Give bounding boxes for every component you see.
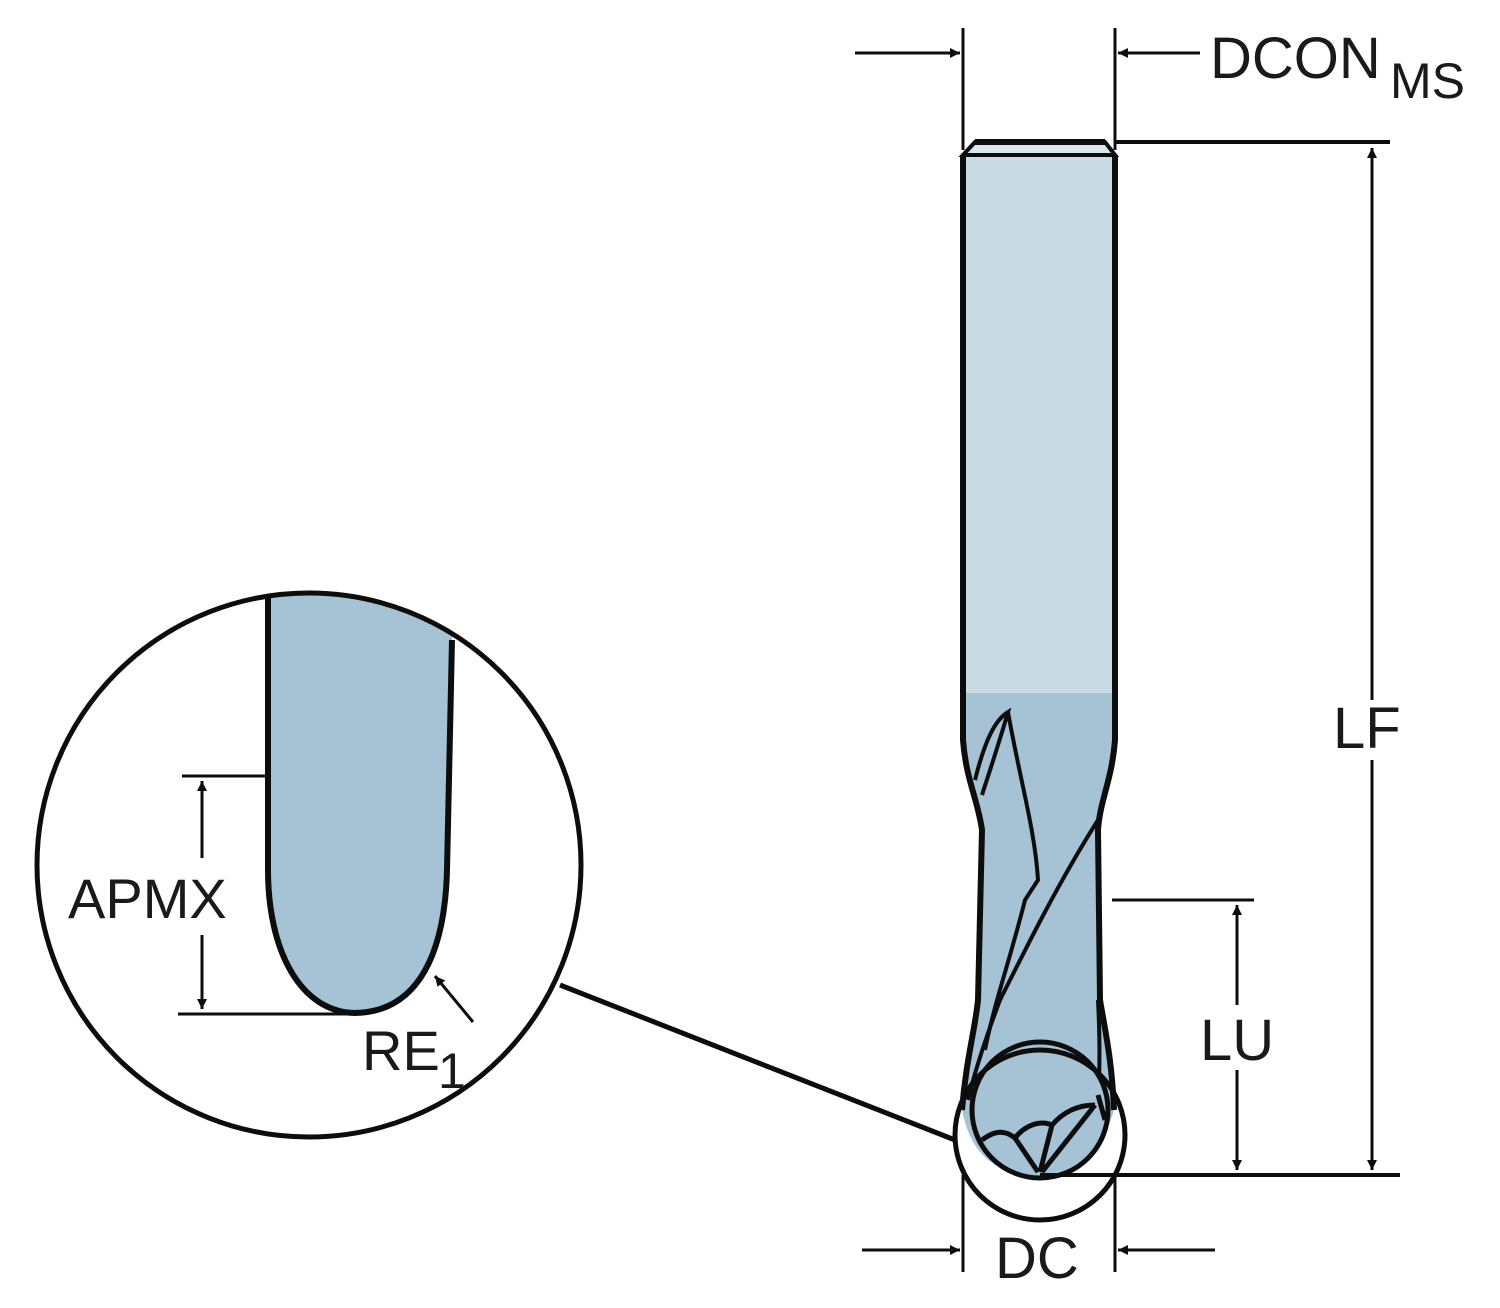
lu-dimension bbox=[1112, 898, 1254, 1170]
tool-shank bbox=[958, 140, 1120, 695]
dc-label: DC bbox=[995, 1226, 1079, 1291]
dcon-label: DCON bbox=[1210, 26, 1381, 91]
leader-line bbox=[559, 982, 956, 1143]
dc-dimension bbox=[862, 1175, 1215, 1272]
re-arrow bbox=[433, 975, 475, 1023]
lu-label: LU bbox=[1200, 1008, 1274, 1073]
re-label: RE bbox=[362, 1019, 440, 1082]
detail-marker-circle bbox=[952, 1047, 1128, 1223]
tool-outline bbox=[959, 139, 1118, 1111]
detail-circle bbox=[34, 590, 584, 1140]
dcon-dimension bbox=[855, 28, 1200, 150]
apmx-dimension bbox=[178, 774, 350, 1016]
lf-label: LF bbox=[1333, 696, 1401, 761]
lf-dimension bbox=[1115, 140, 1390, 1170]
dcon-subscript: MS bbox=[1390, 53, 1465, 109]
apmx-label: APMX bbox=[68, 867, 227, 930]
ball-end bbox=[969, 1039, 1400, 1181]
detail-view: APMX RE 1 bbox=[34, 590, 584, 1140]
re-subscript: 1 bbox=[438, 1043, 466, 1099]
